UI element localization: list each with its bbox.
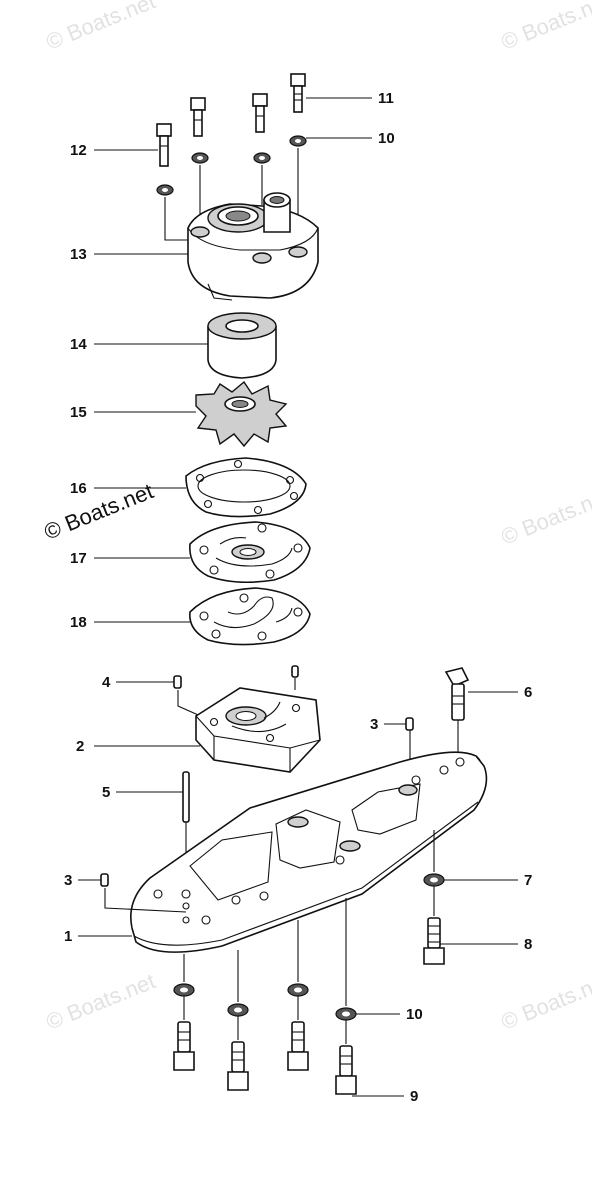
watermark-top-right: © Boats.net — [498, 0, 592, 55]
watermark-bottom-left: © Boats.net — [43, 968, 159, 1034]
part-10-washers-upper — [156, 135, 307, 196]
leader-lines — [78, 97, 518, 1097]
part-7-washer — [423, 830, 445, 887]
callout-11: 11 — [378, 90, 394, 107]
callout-16: 16 — [70, 480, 87, 497]
callout-7: 7 — [524, 872, 532, 889]
callout-17: 17 — [70, 550, 87, 567]
callout-8: 8 — [524, 936, 532, 953]
part-1-adapter-plate — [130, 751, 488, 953]
callout-4: 4 — [102, 674, 111, 691]
callout-3-right: 3 — [370, 716, 378, 733]
callout-2: 2 — [76, 738, 84, 755]
part-18-gasket — [189, 587, 311, 646]
callout-15: 15 — [70, 404, 87, 421]
part-2-pump-base — [195, 687, 321, 773]
part-8-bolt — [423, 886, 445, 965]
part-14-liner — [207, 312, 277, 379]
callout-10-lower: 10 — [406, 1006, 423, 1023]
callout-12: 12 — [70, 142, 87, 159]
part-16-gasket — [185, 457, 307, 518]
watermark-top-left: © Boats.net — [43, 0, 159, 55]
callout-13: 13 — [70, 246, 87, 263]
callout-1: 1 — [64, 928, 72, 945]
callout-18: 18 — [70, 614, 87, 631]
part-12-bolt — [156, 123, 172, 167]
callout-6: 6 — [524, 684, 532, 701]
watermark-bottom-right: © Boats.net — [498, 968, 592, 1034]
watermark-mid-right: © Boats.net — [498, 483, 592, 549]
callout-9: 9 — [410, 1088, 418, 1105]
callout-5: 5 — [102, 784, 110, 801]
callout-labels: 11 10 12 13 14 15 16 17 18 4 2 5 3 6 3 7… — [64, 90, 532, 1105]
part-15-impeller — [195, 380, 288, 448]
part-17-plate — [189, 521, 311, 584]
part-bolt-3 — [252, 93, 268, 133]
part-11-bolt — [290, 73, 306, 113]
callout-10-upper: 10 — [378, 130, 395, 147]
part-6-bolt — [444, 667, 470, 760]
lower-bolts — [173, 898, 357, 1095]
part-5-long-pin — [182, 771, 190, 880]
part-4-dowel-pin — [173, 665, 299, 723]
part-13-pump-housing — [187, 192, 319, 301]
part-bolt-2 — [190, 97, 206, 137]
callout-14: 14 — [70, 336, 87, 353]
callout-3-left: 3 — [64, 872, 72, 889]
